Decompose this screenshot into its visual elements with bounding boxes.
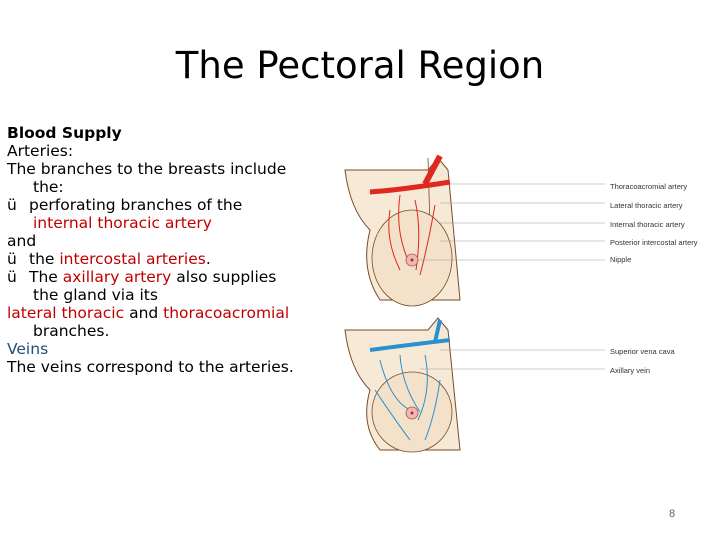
bullet-3-post: also supplies [171,268,277,286]
bullet-2-red: intercostal arteries [59,250,206,268]
artery-diagram [344,154,605,307]
branches-text: branches. [33,322,110,340]
bullet-1-text: perforating branches of the [29,196,243,214]
intro-line: The branches to the breasts include [7,160,287,178]
bullet-1-red: internal thoracic artery [33,214,212,232]
check-icon: ü [7,250,17,268]
slide-title: The Pectoral Region [175,44,545,87]
bullet-2-pre: the [29,250,60,268]
page-number: 8 [669,508,676,520]
bullet-3-red: axillary artery [62,268,172,286]
label-thoracoacromial-artery: Thoracoacromial artery [610,182,688,191]
lateral-thoracic-red: lateral thoracic [7,304,125,322]
thoracoacromial-red: thoracoacromial [163,304,290,322]
check-icon: ü [7,268,17,286]
bullet-3-line-2: the gland via its [33,286,158,304]
body-text: Blood Supply Arteries: The branches to t… [7,124,327,376]
check-icon: ü [7,196,17,214]
label-axillary-vein: Axillary vein [610,366,651,375]
veins-text: The veins correspond to the arteries. [7,358,294,376]
bullet-1: ü perforating branches of the [7,196,327,214]
and-text: and [7,232,37,250]
label-posterior-intercostal-artery: Posterior intercostal artery [610,238,698,247]
vein-diagram [344,317,605,453]
label-superior-vena-cava: Superior vena cava [610,347,675,356]
arteries-label: Arteries: [7,142,74,160]
label-internal-thoracic-artery: Internal thoracic artery [610,220,685,229]
branches-line: lateral thoracic and thoracoacromial [7,304,327,322]
bullet-3-pre: The [29,268,63,286]
and-inline: and [124,304,164,322]
label-nipple: Nipple [610,255,632,264]
label-lateral-thoracic-artery: Lateral thoracic artery [610,201,683,210]
veins-heading: Veins [7,340,49,358]
heading-blood-supply: Blood Supply [7,124,122,142]
bullet-3: ü The axillary artery also supplies [7,268,327,286]
bullet-2-post: . [205,250,211,268]
breast-blood-supply-figure [344,154,605,453]
intro-line-2: the: [33,178,64,196]
